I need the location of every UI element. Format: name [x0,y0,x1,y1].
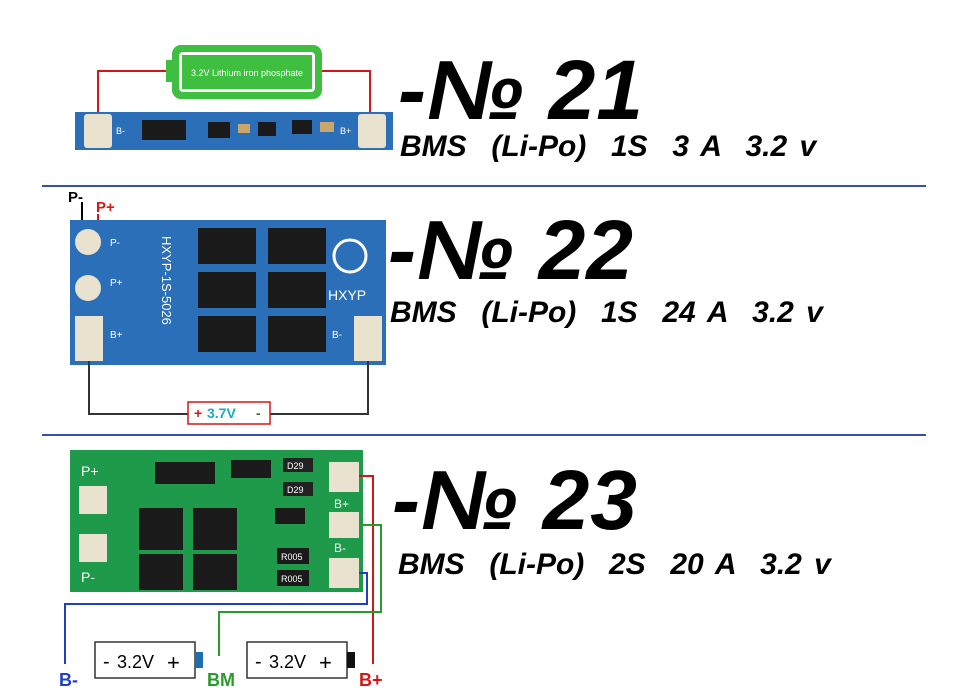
cell-2-voltage: 3.2V [269,652,306,672]
pad-bm [329,512,359,538]
chip [155,462,215,484]
pin-label-p-plus: P+ [96,199,115,216]
cell-1 [94,641,196,679]
pad-b-plus [329,462,359,492]
cell-2-plus: + [319,650,332,675]
divider-2 [42,434,926,436]
battery-plus: + [194,405,202,421]
chip [258,122,276,136]
resistor [238,124,250,133]
wire-positive [359,475,374,664]
chip [142,120,186,140]
cell-1-plus: + [167,650,180,675]
board-23-illustration: P+ P- B+ B- D29 D29 R005 R005 - 3.2V + -… [59,450,383,690]
mosfet [268,316,326,352]
wire-label-negative: B- [59,670,78,690]
mosfet [139,508,183,550]
pad-label: B+ [110,330,123,341]
chip [283,482,313,496]
cell-1-voltage: 3.2V [117,652,154,672]
cell-1-minus: - [103,651,110,673]
pad-label: B- [332,330,342,341]
board-label-b-plus: B+ [334,497,349,511]
board-21-number: -№ 21 [398,43,645,137]
component-label: R005 [281,552,303,562]
board-label-p-minus: P- [81,569,95,585]
board-22-illustration: P- P+ HXYP-1S-5026 P+ P- B+ B- HXYP + 3.… [68,189,386,425]
pcb-board [75,112,393,150]
mosfet [193,508,237,550]
pad-label: P+ [110,278,123,289]
chip [275,508,305,524]
pad-b-minus [329,558,359,588]
pin-pad [75,229,101,255]
mosfet [139,554,183,590]
board-label-p-plus: P+ [81,463,99,479]
component-label: D29 [287,485,304,495]
wire-label-positive: B+ [359,670,383,690]
brand-logo-icon [332,238,368,274]
battery-box [187,401,271,425]
cell-terminal [347,652,355,668]
silkscreen-model: HXYP-1S-5026 [159,236,174,325]
pad-b-plus [354,316,382,361]
board-21-spec: BMS (Li-Po) 1S 3 A 3.2 v [400,130,817,163]
battery-voltage: 3.7V [207,405,236,421]
wire-label-middle: BM [207,670,235,690]
wire-battery [270,361,369,415]
cell-2-minus: - [255,651,262,673]
mosfet [198,272,256,308]
pin-pad [75,275,101,301]
battery-icon: 3.2V Lithium iron phosphate [166,45,322,99]
divider-1 [42,185,926,187]
chip [292,120,312,134]
board-23-spec: BMS (Li-Po) 2S 20 A 3.2 v [398,548,831,581]
board-21-illustration: 3.2V Lithium iron phosphate B- B+ [75,45,393,150]
pin-label-p-minus: P- [68,189,83,206]
shunt-resistor [277,570,309,586]
wire-battery [88,361,188,415]
cell-terminal [195,652,203,668]
cell-2 [246,641,348,679]
mosfet [268,228,326,264]
mosfet [268,272,326,308]
component-label: R005 [281,574,303,584]
wire-negative [97,70,166,120]
pad-label: P- [110,238,120,249]
pad-label-b-minus: B- [116,126,125,136]
resistor [320,122,334,132]
pad-p-minus [79,534,107,562]
mosfet [198,316,256,352]
shunt-resistor [277,548,309,564]
board-label-b-minus: B- [334,541,346,555]
wire-middle [218,524,382,656]
mosfet [198,228,256,264]
chip [208,122,230,138]
wire-negative [64,572,368,664]
board-22-number: -№ 22 [388,203,635,297]
pad-b-plus [358,114,386,148]
pad-b-minus [84,114,112,148]
component-label: D29 [287,461,304,471]
battery-minus: - [256,405,261,421]
chip [283,458,313,472]
brand-label: HXYP [328,287,366,303]
board-23-number: -№ 23 [392,453,639,547]
mosfet [193,554,237,590]
battery-label: 3.2V Lithium iron phosphate [191,68,303,78]
pad-label-b-plus: B+ [340,126,351,136]
pad-b-minus [75,316,103,361]
board-22-spec: BMS (Li-Po) 1S 24 A 3.2 v [390,296,823,329]
chip [231,460,271,478]
pad-p-plus [79,486,107,514]
wire-positive [322,70,371,120]
